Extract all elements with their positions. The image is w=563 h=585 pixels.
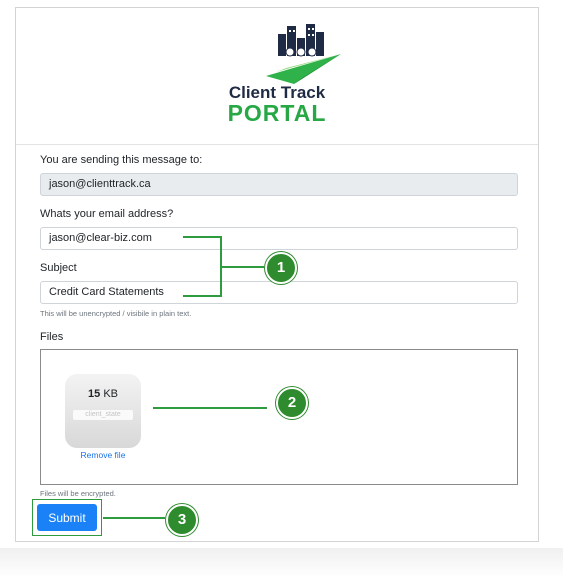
callout-1-line-top xyxy=(183,236,221,238)
callout-3-line xyxy=(103,517,165,519)
brand-title: Client Track xyxy=(228,83,326,102)
remove-file-link[interactable]: Remove file xyxy=(80,450,126,460)
file-size: 15 KB xyxy=(88,388,118,400)
email-label: Whats your email address? xyxy=(40,208,174,220)
files-label: Files xyxy=(40,331,64,343)
files-help-text: Files will be encrypted. xyxy=(40,489,116,498)
brand-subtitle: PORTAL xyxy=(227,100,327,126)
callout-1-connector xyxy=(220,266,264,268)
subject-label: Subject xyxy=(40,262,77,274)
portal-header: Client Track PORTAL xyxy=(16,8,538,145)
file-preview: 15 KB client_state xyxy=(65,374,141,448)
email-field[interactable]: jason@clear-biz.com xyxy=(40,227,518,250)
subject-value: Credit Card Statements xyxy=(49,286,164,298)
callout-badge-2: 2 xyxy=(276,387,308,419)
client-track-logo-icon xyxy=(266,24,341,84)
email-value: jason@clear-biz.com xyxy=(49,232,152,244)
submit-button[interactable]: Submit xyxy=(37,504,97,531)
recipient-value: jason@clienttrack.ca xyxy=(49,178,151,190)
subject-field[interactable]: Credit Card Statements xyxy=(40,281,518,304)
portal-card: Client Track PORTAL xyxy=(15,7,539,542)
submit-highlight-box xyxy=(32,499,102,536)
callout-badge-1: 1 xyxy=(265,252,297,284)
recipient-field: jason@clienttrack.ca xyxy=(40,173,518,196)
callout-badge-3: 3 xyxy=(166,504,198,536)
file-dropzone[interactable]: 15 KB client_state Remove file xyxy=(40,349,518,485)
file-name: client_state xyxy=(73,410,133,420)
callout-2-line xyxy=(153,407,267,409)
recipient-label: You are sending this message to: xyxy=(40,154,203,166)
subject-help-text: This will be unencrypted / visibile in p… xyxy=(40,309,192,318)
page-shadow xyxy=(0,548,563,578)
callout-1-line-bottom xyxy=(183,295,221,297)
